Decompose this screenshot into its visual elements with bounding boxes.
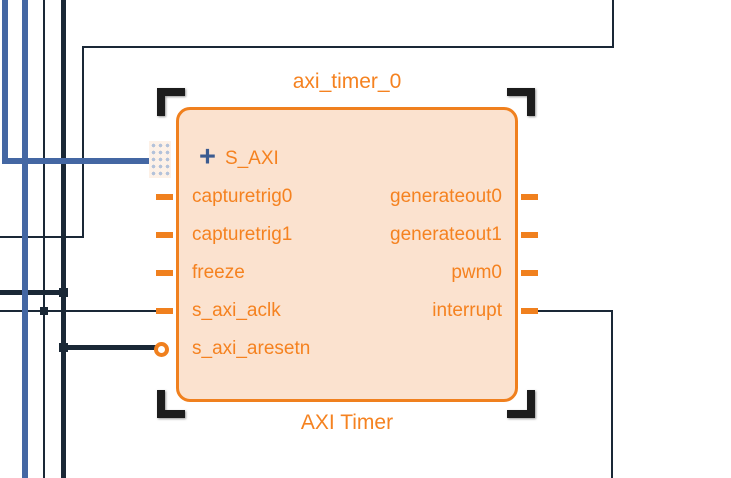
block-instance-name[interactable]: axi_timer_0 bbox=[292, 70, 402, 93]
selection-bracket-bottom-right-icon bbox=[507, 390, 535, 418]
pin-label[interactable]: generateout0 bbox=[390, 186, 502, 207]
active-low-bubble-icon[interactable] bbox=[154, 342, 169, 357]
pin-row-freeze[interactable]: freeze bbox=[156, 254, 518, 292]
wire-s-axi-horizontal[interactable] bbox=[2, 158, 154, 164]
s-axi-interface-pin[interactable] bbox=[149, 141, 171, 178]
interface-row-s-axi[interactable]: + S_AXI bbox=[149, 140, 518, 178]
wire-junction-aresetn-2 bbox=[59, 343, 68, 352]
pin-label[interactable]: capturetrig0 bbox=[192, 186, 293, 207]
pin-label[interactable]: interrupt bbox=[432, 300, 502, 321]
wire-junction-aclk bbox=[40, 307, 48, 315]
pin-row-s-axi-aresetn[interactable]: s_axi_aresetn bbox=[154, 330, 518, 368]
wire-s-axi-vertical[interactable] bbox=[2, 0, 8, 164]
pin-row-generateout0[interactable]: generateout0 bbox=[176, 178, 538, 216]
wire-interrupt-horizontal[interactable] bbox=[537, 310, 613, 312]
ip-block-axi-timer[interactable]: axi_timer_0 + S_AXI capturetrig0 capturet… bbox=[149, 70, 538, 434]
pin-stub-generateout1[interactable] bbox=[521, 232, 538, 238]
wire-aresetn-branch-left[interactable] bbox=[0, 290, 64, 295]
pin-row-capturetrig1[interactable]: capturetrig1 bbox=[156, 216, 518, 254]
wire-vertical-thick-aresetn[interactable] bbox=[61, 0, 66, 478]
pin-label[interactable]: freeze bbox=[192, 262, 245, 283]
pin-stub-s-axi-aclk[interactable] bbox=[156, 308, 173, 314]
pin-stub-capturetrig0[interactable] bbox=[156, 194, 173, 200]
pin-row-generateout1[interactable]: generateout1 bbox=[176, 216, 538, 254]
pin-stub-freeze[interactable] bbox=[156, 270, 173, 276]
wire-interface-vertical-2[interactable] bbox=[22, 0, 28, 478]
wire-top-route-vertical-right[interactable] bbox=[612, 0, 614, 48]
pin-row-capturetrig0[interactable]: capturetrig0 bbox=[156, 178, 518, 216]
pin-stub-interrupt[interactable] bbox=[521, 308, 538, 314]
pin-row-pwm0[interactable]: pwm0 bbox=[176, 254, 538, 292]
wire-top-route-horizontal-left[interactable] bbox=[0, 236, 84, 238]
pin-stub-generateout0[interactable] bbox=[521, 194, 538, 200]
pin-label[interactable]: pwm0 bbox=[451, 262, 502, 283]
wire-top-route-horizontal[interactable] bbox=[82, 46, 614, 48]
block-body[interactable] bbox=[176, 107, 518, 402]
pin-label[interactable]: s_axi_aresetn bbox=[192, 338, 311, 359]
wire-top-route-vertical-mid[interactable] bbox=[82, 46, 84, 238]
pin-stub-pwm0[interactable] bbox=[521, 270, 538, 276]
pin-row-s-axi-aclk[interactable]: s_axi_aclk bbox=[156, 292, 518, 330]
pin-label[interactable]: generateout1 bbox=[390, 224, 502, 245]
wire-s-axi-aclk[interactable] bbox=[0, 310, 160, 312]
wire-junction-aresetn-1 bbox=[59, 288, 68, 297]
selection-bracket-bottom-left-icon bbox=[157, 390, 185, 418]
expand-plus-icon[interactable]: + bbox=[199, 141, 216, 173]
wire-interrupt-vertical[interactable] bbox=[611, 310, 613, 478]
selection-bracket-top-right-icon bbox=[507, 88, 535, 116]
pin-stub-capturetrig1[interactable] bbox=[156, 232, 173, 238]
interface-port-label[interactable]: S_AXI bbox=[224, 148, 279, 169]
block-ip-type-label: AXI Timer bbox=[300, 411, 394, 434]
wire-vertical-thin-1[interactable] bbox=[43, 0, 45, 478]
selection-bracket-top-left-icon bbox=[157, 88, 185, 116]
pin-row-interrupt[interactable]: interrupt bbox=[176, 292, 538, 330]
pin-label[interactable]: capturetrig1 bbox=[192, 224, 293, 245]
pin-label[interactable]: s_axi_aclk bbox=[192, 300, 281, 321]
wire-aresetn-to-pin[interactable] bbox=[61, 345, 157, 350]
